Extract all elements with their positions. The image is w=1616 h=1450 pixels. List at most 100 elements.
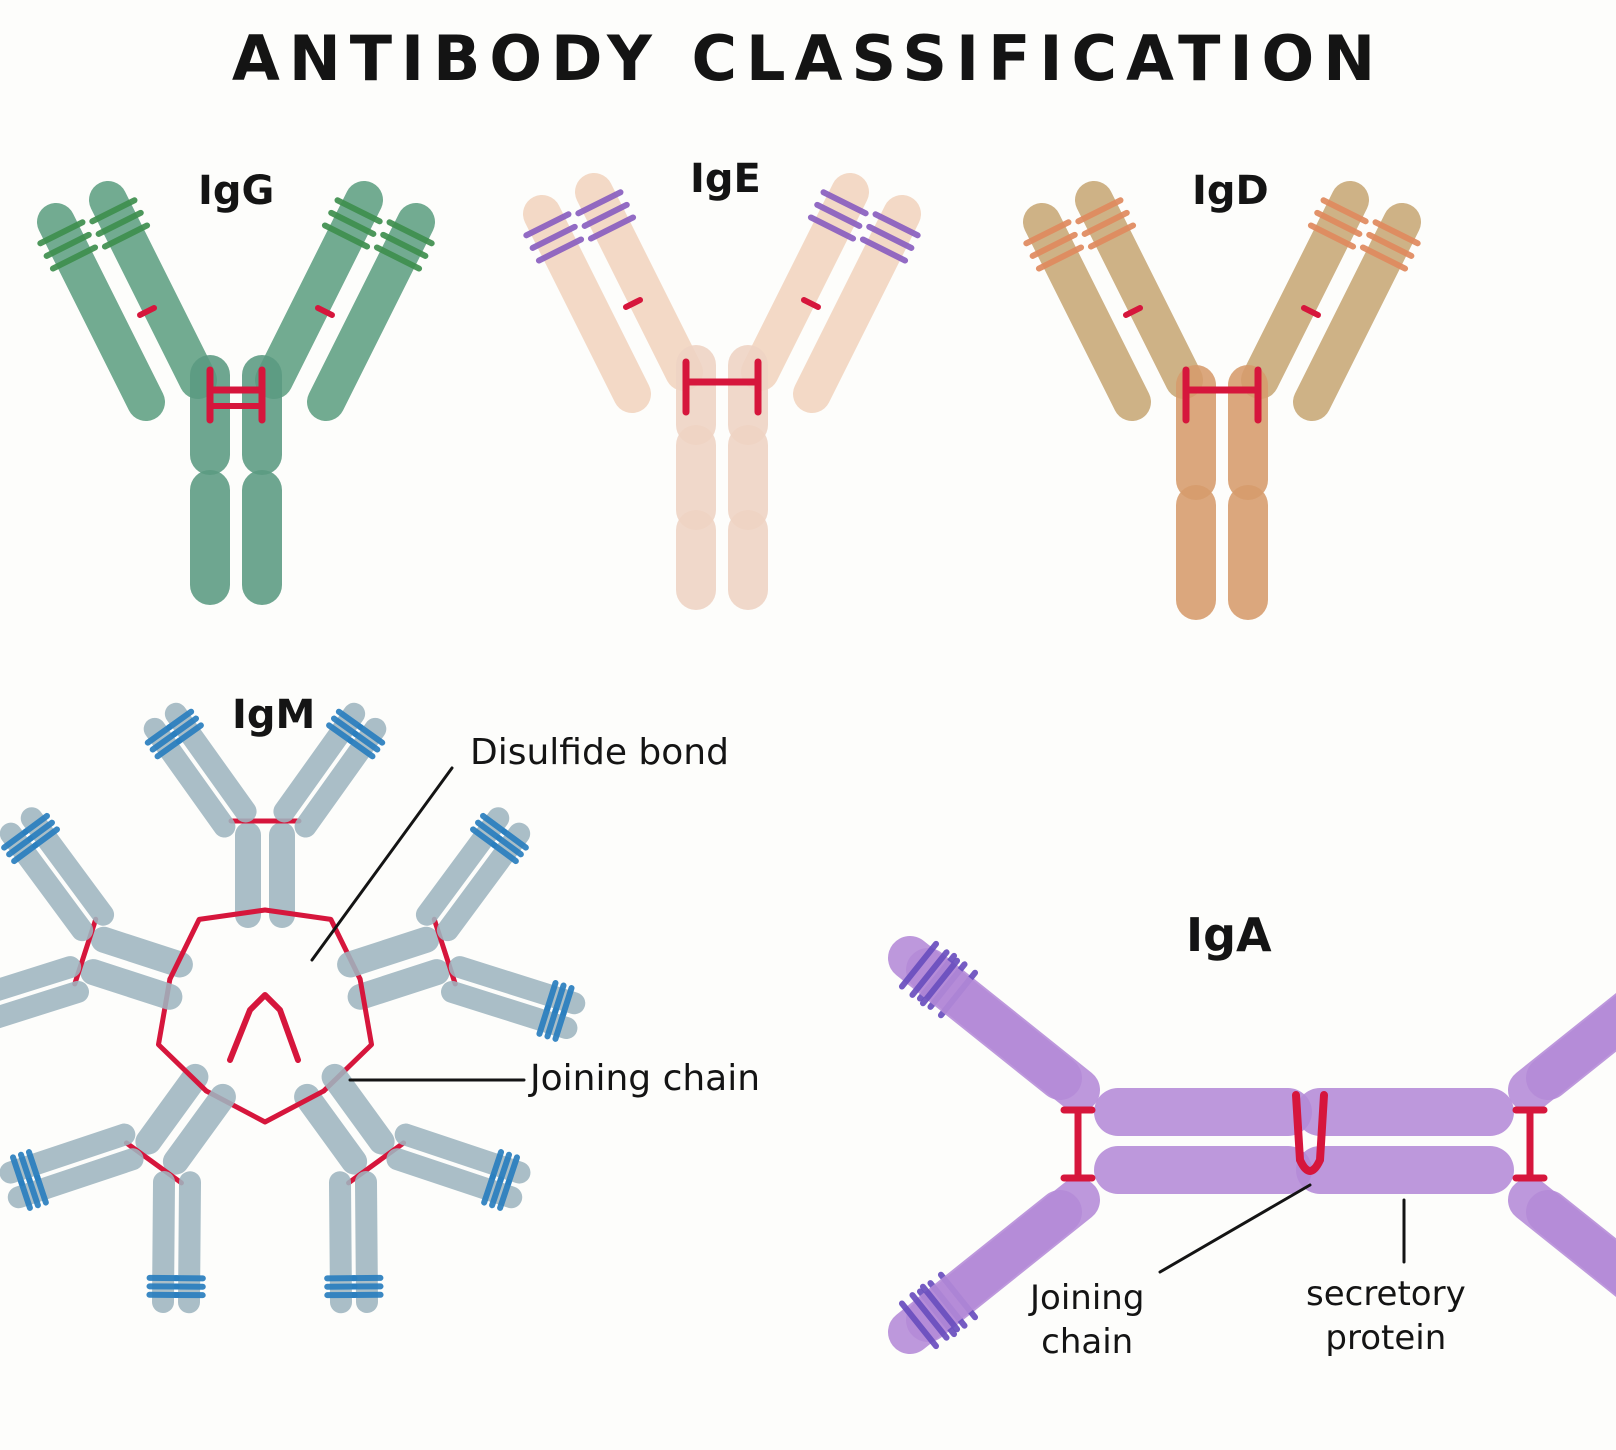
igm-constant-chain xyxy=(90,926,193,978)
annotation-joining-chain: Joining chain xyxy=(530,1058,761,1099)
variable-region-stripe xyxy=(321,222,371,250)
variable-region-stripe xyxy=(26,1176,41,1209)
igm-constant-chain xyxy=(294,1083,368,1175)
variable-region-stripe xyxy=(581,201,630,229)
variable-region-stripe xyxy=(820,189,869,217)
igm-ring-disulfide-bond xyxy=(167,907,268,982)
igm-arm-chain xyxy=(178,1171,202,1314)
igm-constant-chain xyxy=(347,959,450,1010)
variable-region-stripe xyxy=(43,231,92,259)
interchain-bond xyxy=(801,297,821,310)
igm-arm-chain xyxy=(143,717,236,838)
heavy-light-chain-right xyxy=(255,181,383,399)
variable-region-stripe xyxy=(11,841,40,865)
variable-region-stripe xyxy=(535,236,585,264)
variable-region-stripe xyxy=(34,1173,49,1206)
interchain-bond xyxy=(623,297,643,310)
variable-region-stripe xyxy=(575,189,624,217)
iga-arm-chain xyxy=(1526,995,1616,1100)
igm-monomer xyxy=(0,1063,236,1314)
variable-region-stripe xyxy=(1023,219,1072,247)
iga-arm-chain xyxy=(888,1190,1082,1354)
variable-region-stripe xyxy=(523,211,572,239)
variable-region-stripe xyxy=(1029,231,1078,259)
igm-constant-chain xyxy=(162,1083,236,1175)
variable-region-stripe xyxy=(866,223,915,251)
variable-region-stripe xyxy=(154,737,183,760)
variable-region-stripe xyxy=(814,201,863,229)
label-ige: IgE xyxy=(690,156,761,202)
variable-region-stripe xyxy=(347,737,376,760)
igm-arm-chain xyxy=(0,956,82,1001)
heavy-light-chain-right xyxy=(1241,181,1369,399)
igm-arm-chain xyxy=(328,1171,352,1314)
interchain-bond xyxy=(1301,305,1321,318)
variable-region-stripe xyxy=(89,197,138,225)
heavy-light-chain-right xyxy=(741,173,869,391)
igm-constant-chain xyxy=(337,926,440,978)
variable-region-stripe xyxy=(560,985,575,1018)
variable-region-stripe xyxy=(380,231,429,259)
igm-arm-chain xyxy=(152,1171,176,1314)
igm-arm-chain xyxy=(0,1123,136,1184)
variable-region-stripe xyxy=(495,835,524,858)
variable-region-stripe xyxy=(529,223,578,251)
variable-region-stripe xyxy=(1314,209,1363,237)
interchain-bond xyxy=(315,305,335,318)
variable-region-stripe xyxy=(22,812,50,836)
igm-arm-chain xyxy=(394,1123,531,1184)
variable-region-stripe xyxy=(497,1179,512,1211)
variable-region-stripe xyxy=(1372,219,1421,247)
leader-disulfide-bond xyxy=(310,766,454,962)
variable-region-stripe xyxy=(165,708,195,731)
igm-arm-chain xyxy=(273,702,366,823)
igm-monomer xyxy=(294,1063,531,1314)
variable-region-stripe xyxy=(328,209,377,237)
variable-region-stripe xyxy=(1359,244,1409,272)
variable-region-stripe xyxy=(807,214,857,242)
antibody-igg xyxy=(37,181,435,605)
igm-arm-chain xyxy=(20,807,115,926)
variable-region-stripe xyxy=(335,708,365,731)
variable-region-stripe xyxy=(1320,197,1369,225)
annotation-iga-joining-chain: Joining chain xyxy=(1030,1276,1144,1364)
variable-region-stripe xyxy=(330,715,360,738)
heavy-light-chain-right xyxy=(307,203,435,421)
variable-region-stripe xyxy=(149,730,178,753)
variable-region-stripe xyxy=(587,214,637,242)
variable-region-stripe xyxy=(1081,209,1130,237)
igm-arm-chain xyxy=(7,1148,144,1209)
variable-region-stripe xyxy=(898,940,940,990)
heavy-light-chain-right xyxy=(793,195,921,413)
label-igd: IgD xyxy=(1192,168,1269,214)
variable-region-stripe xyxy=(357,723,386,746)
interchain-bond xyxy=(137,305,157,318)
variable-region-stripe xyxy=(480,812,508,836)
heavy-light-chain-left xyxy=(575,173,703,391)
variable-region-stripe xyxy=(32,826,60,849)
label-igm: IgM xyxy=(232,692,316,738)
variable-region-stripe xyxy=(49,244,99,272)
igm-arm-chain xyxy=(0,980,89,1029)
variable-region-stripe xyxy=(859,236,909,264)
igm-arm-chain xyxy=(448,956,586,1015)
variable-region-stripe xyxy=(373,244,423,272)
igm-constant-chain xyxy=(135,1063,209,1155)
variable-region-stripe xyxy=(352,730,381,753)
variable-region-stripe xyxy=(18,1179,33,1211)
label-igg: IgG xyxy=(198,168,275,214)
variable-region-stripe xyxy=(25,1149,41,1181)
variable-region-stripe xyxy=(500,828,529,851)
antibody-igd xyxy=(1023,181,1421,620)
variable-region-stripe xyxy=(497,1151,512,1184)
antibody-ige xyxy=(523,173,921,610)
iga-monomer xyxy=(888,936,1312,1354)
variable-region-stripe xyxy=(490,841,519,865)
variable-region-stripe xyxy=(552,1009,567,1042)
annotation-iga-joining-chain-line2: chain xyxy=(1041,1322,1134,1362)
heavy-light-chain-left xyxy=(523,195,651,413)
igm-constant-chain xyxy=(80,959,183,1010)
igm-arm-chain xyxy=(386,1148,523,1209)
